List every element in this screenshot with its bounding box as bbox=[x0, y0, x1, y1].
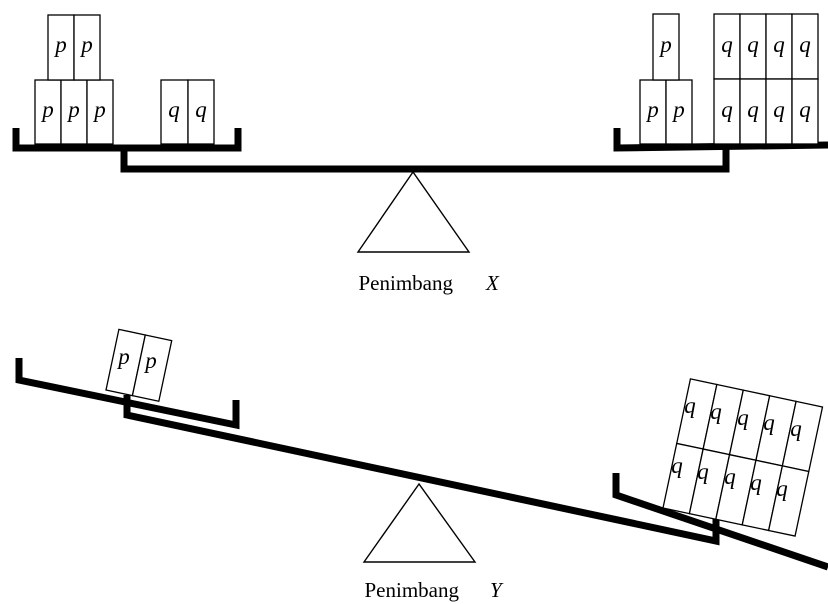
scale-x-caption: Penimbang X bbox=[359, 271, 501, 295]
scale-y-right-q-blocks: q q q q q q q q q q bbox=[662, 378, 824, 537]
scale-x-left-q-blocks: q q bbox=[160, 79, 215, 145]
p-block bbox=[47, 14, 75, 81]
scale-y: p p q q q q q q q q bbox=[15, 328, 828, 602]
q-block bbox=[791, 78, 819, 145]
scale-y-caption-text: Penimbang bbox=[365, 578, 460, 602]
scale-x-caption-var: X bbox=[485, 271, 500, 295]
q-label: q bbox=[737, 405, 749, 430]
q-label: q bbox=[721, 32, 733, 57]
p-label: p bbox=[143, 348, 157, 373]
q-label: q bbox=[747, 97, 759, 122]
q-block bbox=[765, 13, 793, 80]
p-label: p bbox=[671, 97, 685, 122]
scale-y-right-pan bbox=[612, 473, 828, 571]
p-label: p bbox=[79, 32, 93, 57]
p-block bbox=[86, 79, 114, 145]
p-block bbox=[652, 13, 680, 81]
scale-y-left-pan bbox=[15, 358, 240, 430]
q-label: q bbox=[790, 416, 802, 441]
p-label: p bbox=[645, 97, 659, 122]
q-label: q bbox=[776, 476, 788, 501]
q-label: q bbox=[773, 32, 785, 57]
scale-x-beam bbox=[120, 146, 730, 173]
q-block bbox=[160, 79, 189, 145]
p-block bbox=[665, 79, 693, 145]
p-block bbox=[639, 79, 667, 145]
q-label: q bbox=[697, 459, 709, 484]
p-block bbox=[73, 14, 101, 81]
q-label: q bbox=[684, 393, 696, 418]
q-label: q bbox=[763, 410, 775, 435]
q-block bbox=[713, 78, 741, 145]
scale-y-caption: Penimbang Y bbox=[365, 578, 505, 602]
q-label: q bbox=[710, 399, 722, 424]
scale-x-right-q-blocks: q q q q q q q q bbox=[713, 13, 819, 145]
scale-x-right-p-blocks: p p p bbox=[639, 13, 693, 145]
p-label: p bbox=[658, 32, 672, 57]
q-block bbox=[187, 79, 215, 145]
scale-x-caption-text: Penimbang bbox=[359, 271, 454, 295]
q-label: q bbox=[799, 97, 811, 122]
scale-y-left-p-blocks: p p bbox=[105, 328, 173, 402]
scale-y-fulcrum bbox=[362, 482, 477, 563]
p-label: p bbox=[53, 32, 67, 57]
p-label: p bbox=[92, 97, 106, 122]
q-label: q bbox=[773, 97, 785, 122]
q-block bbox=[739, 78, 767, 145]
p-block bbox=[34, 79, 62, 145]
p-label: p bbox=[116, 344, 130, 369]
q-label: q bbox=[168, 97, 180, 122]
scale-x-fulcrum bbox=[356, 170, 471, 253]
p-label: p bbox=[66, 97, 80, 122]
q-label: q bbox=[721, 97, 733, 122]
scale-y-caption-var: Y bbox=[490, 578, 504, 602]
q-block bbox=[765, 78, 793, 145]
q-label: q bbox=[195, 97, 207, 122]
scale-x: p p p p p q q p p p bbox=[12, 13, 828, 295]
q-block bbox=[767, 465, 810, 537]
q-label: q bbox=[671, 453, 683, 478]
q-label: q bbox=[724, 464, 736, 489]
q-label: q bbox=[799, 32, 811, 57]
q-label: q bbox=[750, 470, 762, 495]
p-block bbox=[131, 334, 173, 402]
q-label: q bbox=[747, 32, 759, 57]
q-block bbox=[791, 13, 819, 80]
scale-x-left-pan bbox=[12, 128, 242, 152]
scale-x-right-pan bbox=[613, 128, 828, 152]
q-block bbox=[739, 13, 767, 80]
scale-x-left-p-blocks: p p p p p bbox=[34, 14, 114, 145]
p-label: p bbox=[40, 97, 54, 122]
